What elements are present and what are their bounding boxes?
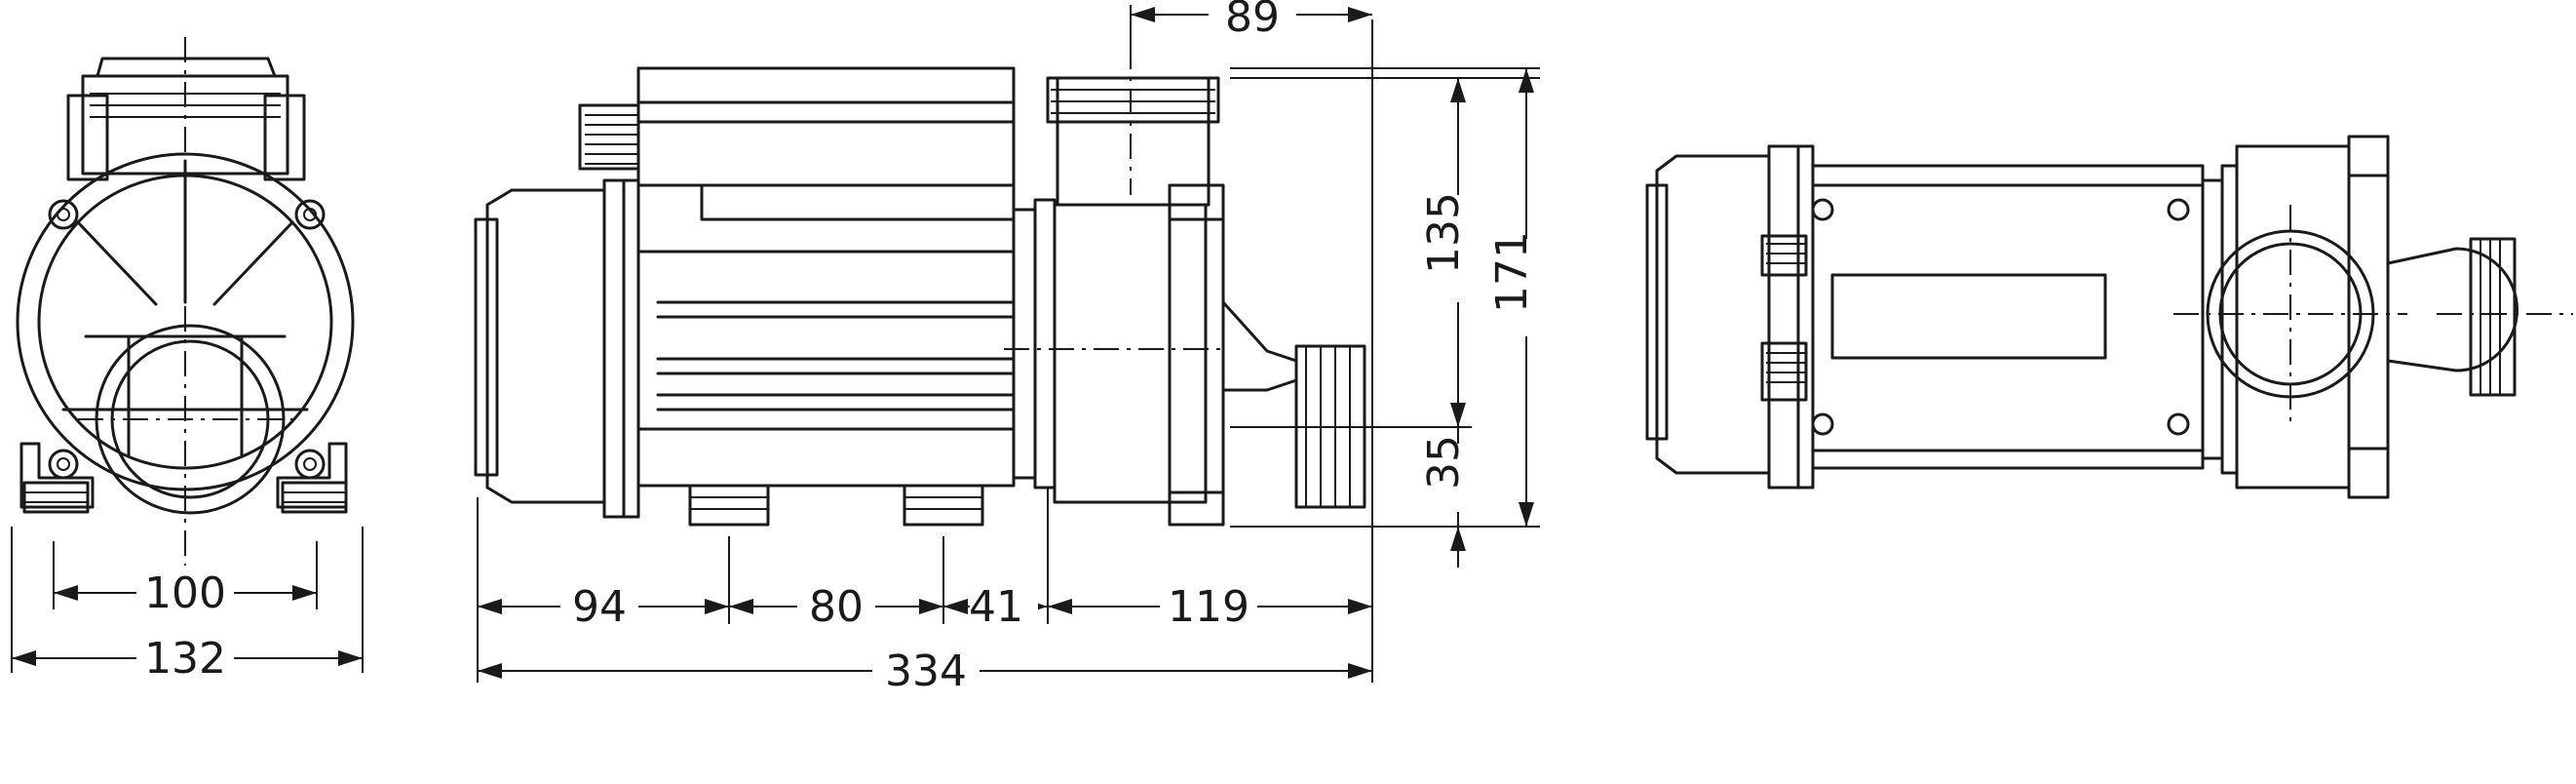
- dim-side-total: 334: [885, 647, 967, 696]
- dim-front-outer-width: 132: [144, 634, 226, 684]
- dim-side-height-upper: 135: [1419, 192, 1469, 274]
- dimension-labels: 100 132 94 80 41 119 334 89 135 35 171: [136, 0, 1552, 696]
- dim-side-height-lower: 35: [1419, 435, 1469, 490]
- dim-side-outlet-offset: 89: [1225, 0, 1280, 42]
- dim-front-inner-width: 100: [144, 568, 226, 618]
- dim-side-feet: 80: [809, 582, 864, 632]
- top-view: [1645, 135, 2573, 499]
- dim-side-pump: 119: [1168, 582, 1250, 632]
- dim-side-motor: 94: [572, 582, 627, 632]
- dim-side-height-total: 171: [1487, 231, 1537, 313]
- front-view: [16, 37, 355, 566]
- dim-side-gap: 41: [969, 582, 1023, 632]
- side-view: [474, 44, 1384, 527]
